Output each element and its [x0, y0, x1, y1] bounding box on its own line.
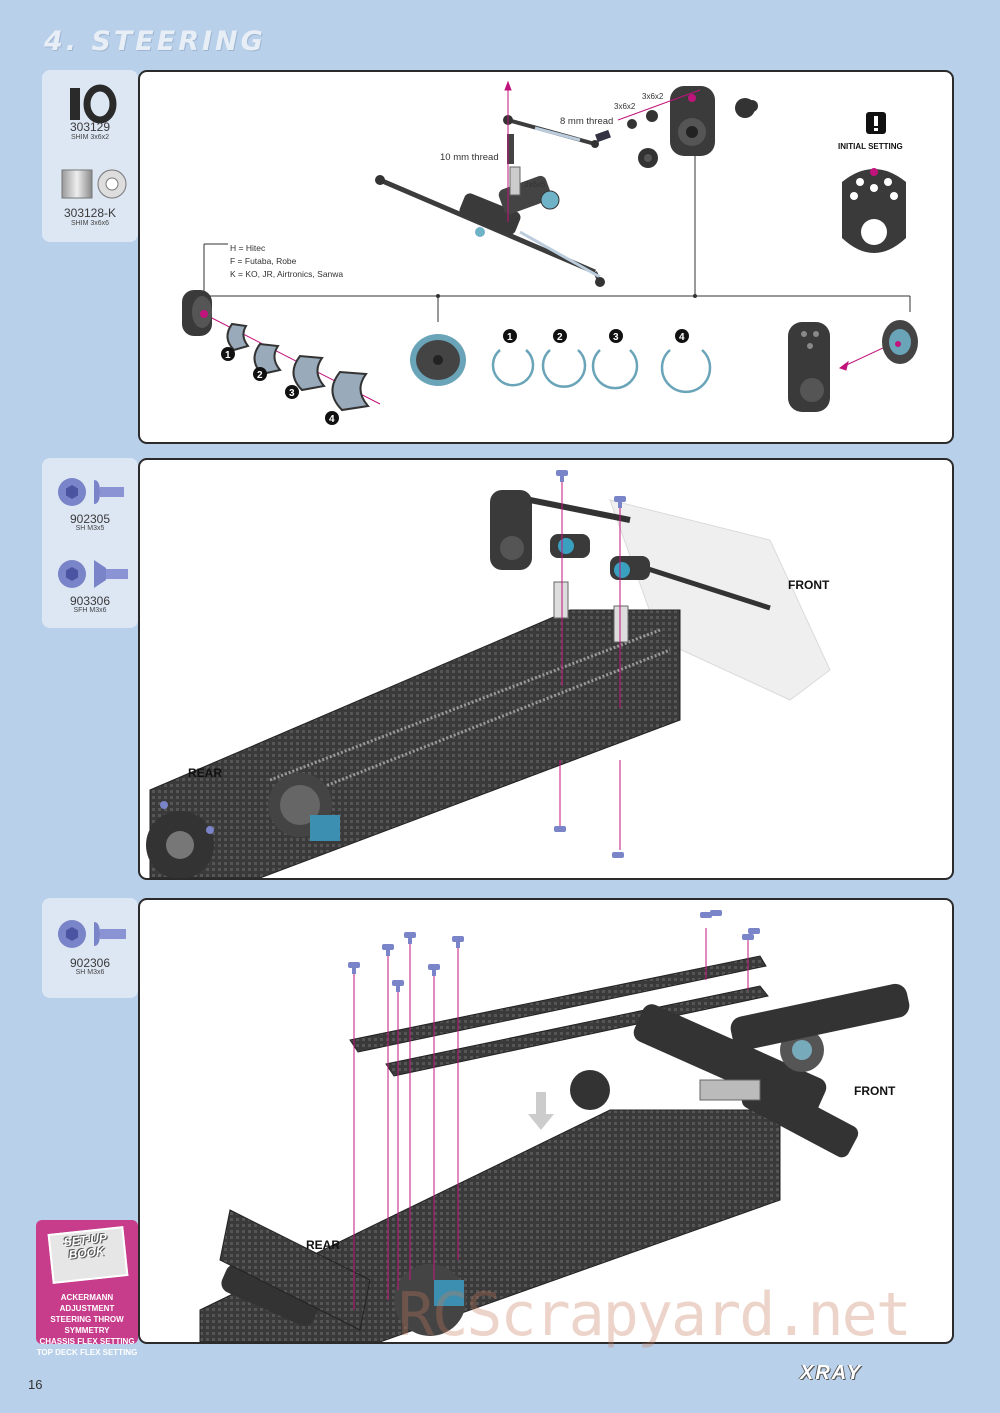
part-code: 303128-K — [63, 206, 117, 220]
parts-box-step2: 902305 SH M3x5 903306 SFH M3x6 — [42, 458, 138, 628]
initial-setting-label: INITIAL SETTING — [838, 142, 903, 151]
setup-item: TOP DECK FLEX SETTING — [36, 1348, 138, 1357]
svg-text:3: 3 — [289, 388, 295, 399]
part-desc: SH M3x5 — [75, 525, 105, 532]
step1-panel: 1 2 3 4 1 2 3 4 — [138, 70, 954, 444]
parts-box-step1: 303129 SHIM 3x6x2 303128-K SHIM 3x6x6 — [42, 70, 138, 242]
flat-head-screw-icon — [58, 560, 128, 588]
front-suspension — [570, 983, 910, 1158]
front-label: FRONT — [788, 578, 829, 592]
setup-item: STEERING THROW SYMMETRY — [50, 1315, 124, 1335]
svg-text:3: 3 — [613, 332, 619, 343]
setup-book-badge: SET-UP BOOK ACKERMANN ADJUSTMENT STEERIN… — [36, 1220, 138, 1357]
front-text: FRONT — [788, 578, 830, 592]
steering-assembly — [490, 490, 771, 643]
button-head-screw-icon — [58, 478, 124, 506]
rear-label: REAR — [188, 766, 222, 780]
shim-thin-icon — [70, 84, 117, 124]
part-desc: SH M3x6 — [75, 969, 105, 976]
shim-set — [226, 322, 370, 412]
chassis-plate — [149, 609, 681, 878]
ring-numbers: 1 2 3 4 — [503, 329, 689, 343]
steering-linkage — [375, 134, 605, 287]
shim-thick-icon — [61, 169, 127, 199]
svg-text:1: 1 — [507, 332, 513, 343]
screw-arrows — [559, 480, 621, 850]
parts-box-step3: 902306 SH M3x6 — [42, 898, 138, 998]
page-number: 16 — [28, 1377, 43, 1392]
down-arrow — [528, 1092, 554, 1130]
legend-line: K = KO, JR, Airtronics, Sanwa — [230, 269, 344, 279]
front-label: FRONT — [854, 1084, 895, 1098]
rear-text: REAR — [306, 1238, 341, 1252]
setup-item: ACKERMANN ADJUSTMENT — [59, 1293, 115, 1313]
svg-text:4: 4 — [679, 332, 685, 343]
label-8mm-thread: 8 mm thread — [560, 116, 614, 127]
step2-diagram — [146, 470, 831, 878]
part-desc: SHIM 3x6x6 — [70, 220, 110, 227]
label-3x6x2-b: 3x6x2 — [642, 92, 664, 101]
svg-text:4: 4 — [329, 414, 335, 425]
button-head-screw-icon — [58, 920, 126, 948]
step2-panel: FRONT REAR — [138, 458, 954, 880]
step3-panel: FRONT REAR — [138, 898, 954, 1344]
screw-guide-lines — [353, 928, 749, 1310]
part-desc: SFH M3x6 — [73, 607, 107, 614]
initial-setting-icon — [842, 112, 906, 253]
brand-logo: XRAY — [800, 1362, 863, 1384]
part-code: 902305 — [69, 512, 111, 526]
part-code: 303129 — [69, 120, 111, 134]
rear-text: REAR — [188, 766, 223, 780]
part-code: 902306 — [69, 956, 111, 970]
screws — [348, 910, 760, 992]
svg-text:2: 2 — [557, 332, 563, 343]
legend-line: F = Futaba, Robe — [230, 256, 297, 266]
label-10mm-thread: 10 mm thread — [440, 152, 499, 163]
top-deck-long-strip — [349, 955, 767, 1053]
front-text: FRONT — [854, 1084, 896, 1098]
servo-saver-left — [182, 290, 212, 336]
part-code: 903306 — [69, 594, 111, 608]
shim-numbers: 1 2 3 4 — [221, 347, 339, 425]
screws — [554, 470, 626, 858]
servo-saver — [638, 86, 755, 168]
svg-text:2: 2 — [257, 370, 263, 381]
section-title: 4. STEERING — [44, 26, 266, 57]
step3-diagram — [199, 910, 910, 1342]
legend-line: H = Hitec — [230, 243, 266, 253]
servo-saver-center — [410, 334, 466, 386]
top-deck-short-strip — [385, 985, 769, 1077]
svg-text:1: 1 — [225, 350, 231, 361]
spring-rings — [491, 349, 712, 394]
part-desc: SHIM 3x6x2 — [70, 134, 110, 141]
setup-item: CHASSIS FLEX SETTING — [39, 1337, 135, 1346]
servo-brand-legend: H = Hitec F = Futaba, Robe K = KO, JR, A… — [230, 242, 343, 281]
rear-label: REAR — [306, 1238, 340, 1252]
rear-drivetrain — [219, 1209, 466, 1336]
servo-saver-right — [788, 320, 918, 412]
setup-book-items: ACKERMANN ADJUSTMENT STEERING THROW SYMM… — [36, 1292, 138, 1358]
label-3x6x6: 3x6x6 — [524, 180, 546, 189]
rear-drivetrain — [146, 773, 340, 878]
watermark: RCScrapyard.net — [398, 1280, 912, 1350]
label-3x6x2-a: 3x6x2 — [614, 102, 636, 111]
step1-diagram: 1 2 3 4 1 2 3 4 — [182, 80, 918, 425]
